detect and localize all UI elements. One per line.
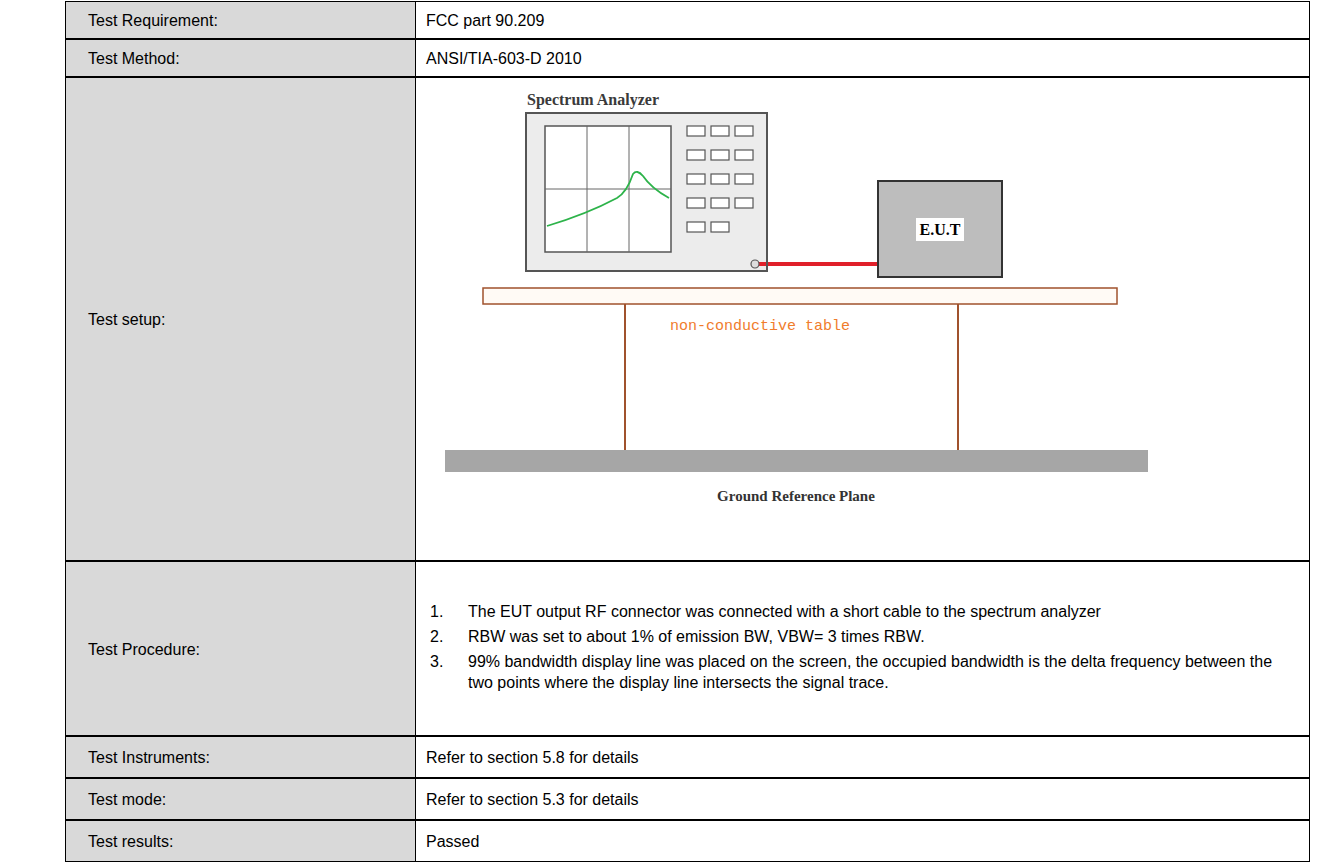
rf-cable	[768, 262, 877, 266]
header-cell: Test results:	[65, 820, 416, 862]
analyzer-button	[687, 222, 705, 232]
step-text: The EUT output RF connector was connecte…	[468, 601, 1279, 622]
procedure-item: 2. RBW was set to about 1% of emission BW…	[416, 626, 1309, 647]
analyzer-button	[735, 174, 753, 184]
header-cell: Test Instruments:	[65, 736, 416, 778]
spectrum-analyzer: Spectrum Analyzer	[525, 112, 768, 272]
rf-port	[751, 260, 759, 268]
value-cell: Passed	[415, 820, 1310, 862]
eut-box: E.U.T	[877, 180, 1003, 278]
value-text: Refer to section 5.8 for details	[426, 747, 639, 768]
procedure-item: 1. The EUT output RF connector was connec…	[416, 601, 1309, 622]
step-number: 3.	[430, 651, 443, 672]
analyzer-button	[687, 126, 705, 136]
analyzer-button	[711, 222, 729, 232]
procedure-item: 3. 99% bandwidth display line was placed …	[416, 651, 1309, 693]
analyzer-button	[735, 150, 753, 160]
step-number: 1.	[430, 601, 443, 622]
ground-label: Ground Reference Plane	[717, 486, 875, 507]
header-label: Test Method:	[88, 48, 180, 69]
step-text: 99% bandwidth display line was placed on…	[468, 651, 1279, 693]
analyzer-button	[687, 174, 705, 184]
step-text: RBW was set to about 1% of emission BW, …	[468, 626, 1279, 647]
header-cell: Test Procedure:	[65, 561, 416, 736]
signal-trace	[547, 172, 669, 226]
node-label: E.U.T	[916, 218, 965, 241]
value-cell: 1. The EUT output RF connector was connec…	[415, 561, 1310, 736]
procedure-list: 1. The EUT output RF connector was connec…	[416, 601, 1309, 697]
header-label: Test results:	[88, 831, 173, 852]
analyzer-detail	[545, 189, 671, 190]
analyzer-button	[735, 126, 753, 136]
analyzer-button	[687, 150, 705, 160]
analyzer-button	[711, 126, 729, 136]
analyzer-button	[687, 198, 705, 208]
header-label: Test Requirement:	[88, 10, 218, 31]
header-cell: Test Requirement:	[65, 1, 416, 39]
value-cell: FCC part 90.209	[415, 1, 1310, 39]
analyzer-button	[711, 150, 729, 160]
analyzer-face	[527, 114, 766, 270]
header-label: Test mode:	[88, 789, 166, 810]
header-cell: Test setup:	[65, 77, 416, 561]
table-top	[483, 288, 1117, 304]
value-text: Passed	[426, 831, 479, 852]
analyzer-button	[711, 198, 729, 208]
table-leg	[624, 304, 626, 450]
value-cell: ANSI/TIA-603-D 2010	[415, 39, 1310, 77]
header-cell: Test mode:	[65, 778, 416, 820]
ground-plane	[445, 450, 1148, 472]
analyzer-screen	[545, 126, 671, 252]
node-heading: Spectrum Analyzer	[527, 89, 659, 110]
header-label: Test setup:	[88, 309, 165, 330]
step-number: 2.	[430, 626, 443, 647]
value-cell: Refer to section 5.3 for details	[415, 778, 1310, 820]
value-text: Refer to section 5.3 for details	[426, 789, 639, 810]
value-text: FCC part 90.209	[426, 10, 544, 31]
header-cell: Test Method:	[65, 39, 416, 77]
analyzer-button	[711, 174, 729, 184]
value-cell: Refer to section 5.8 for details	[415, 736, 1310, 778]
header-label: Test Procedure:	[88, 638, 200, 659]
value-text: ANSI/TIA-603-D 2010	[426, 48, 582, 69]
header-label: Test Instruments:	[88, 747, 210, 768]
table-label: non-conductive table	[670, 316, 850, 337]
table-leg	[957, 304, 959, 450]
analyzer-button	[735, 198, 753, 208]
